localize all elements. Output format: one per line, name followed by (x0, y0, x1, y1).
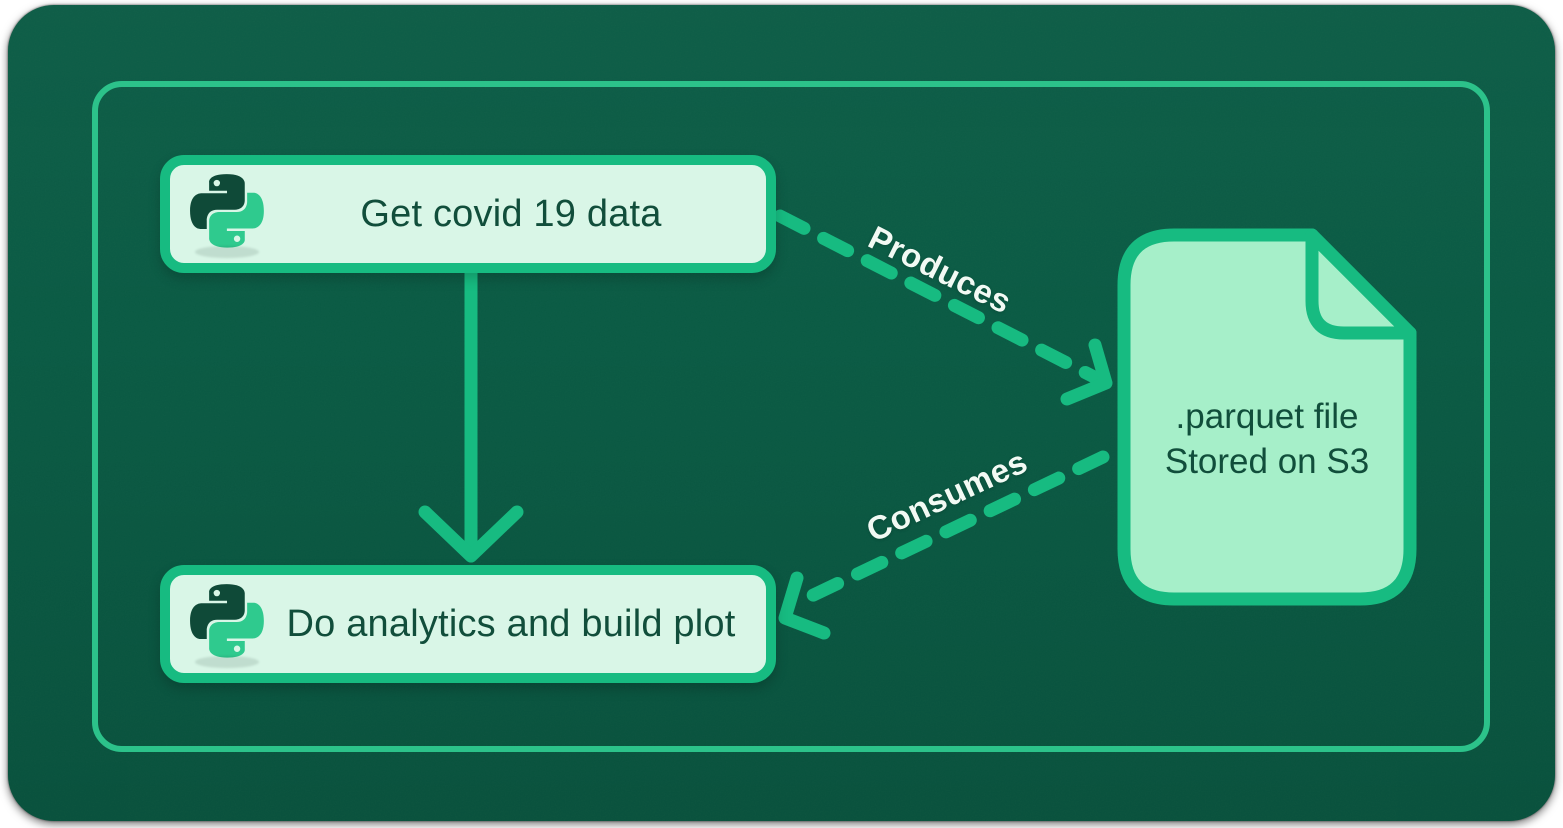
file-label-line1: .parquet file (1175, 397, 1359, 436)
file-label: .parquet file Stored on S3 (1116, 395, 1418, 485)
file-label-line2: Stored on S3 (1164, 441, 1370, 481)
python-icon-shadow (195, 656, 259, 668)
task-node-do-analytics: Do analytics and build plot (160, 565, 776, 683)
task-node-get-covid-data: Get covid 19 data (160, 155, 776, 273)
pipeline-card: Get covid 19 data Do analytics and build… (8, 5, 1555, 821)
pipeline-frame (92, 81, 1490, 752)
task-label: Get covid 19 data (360, 192, 662, 235)
parquet-file-node: .parquet file Stored on S3 (1116, 227, 1418, 607)
document-file-icon (1117, 228, 1417, 606)
python-icon (190, 172, 266, 258)
python-icon (190, 582, 266, 668)
task-label: Do analytics and build plot (286, 602, 736, 645)
python-icon-shadow (195, 246, 259, 258)
